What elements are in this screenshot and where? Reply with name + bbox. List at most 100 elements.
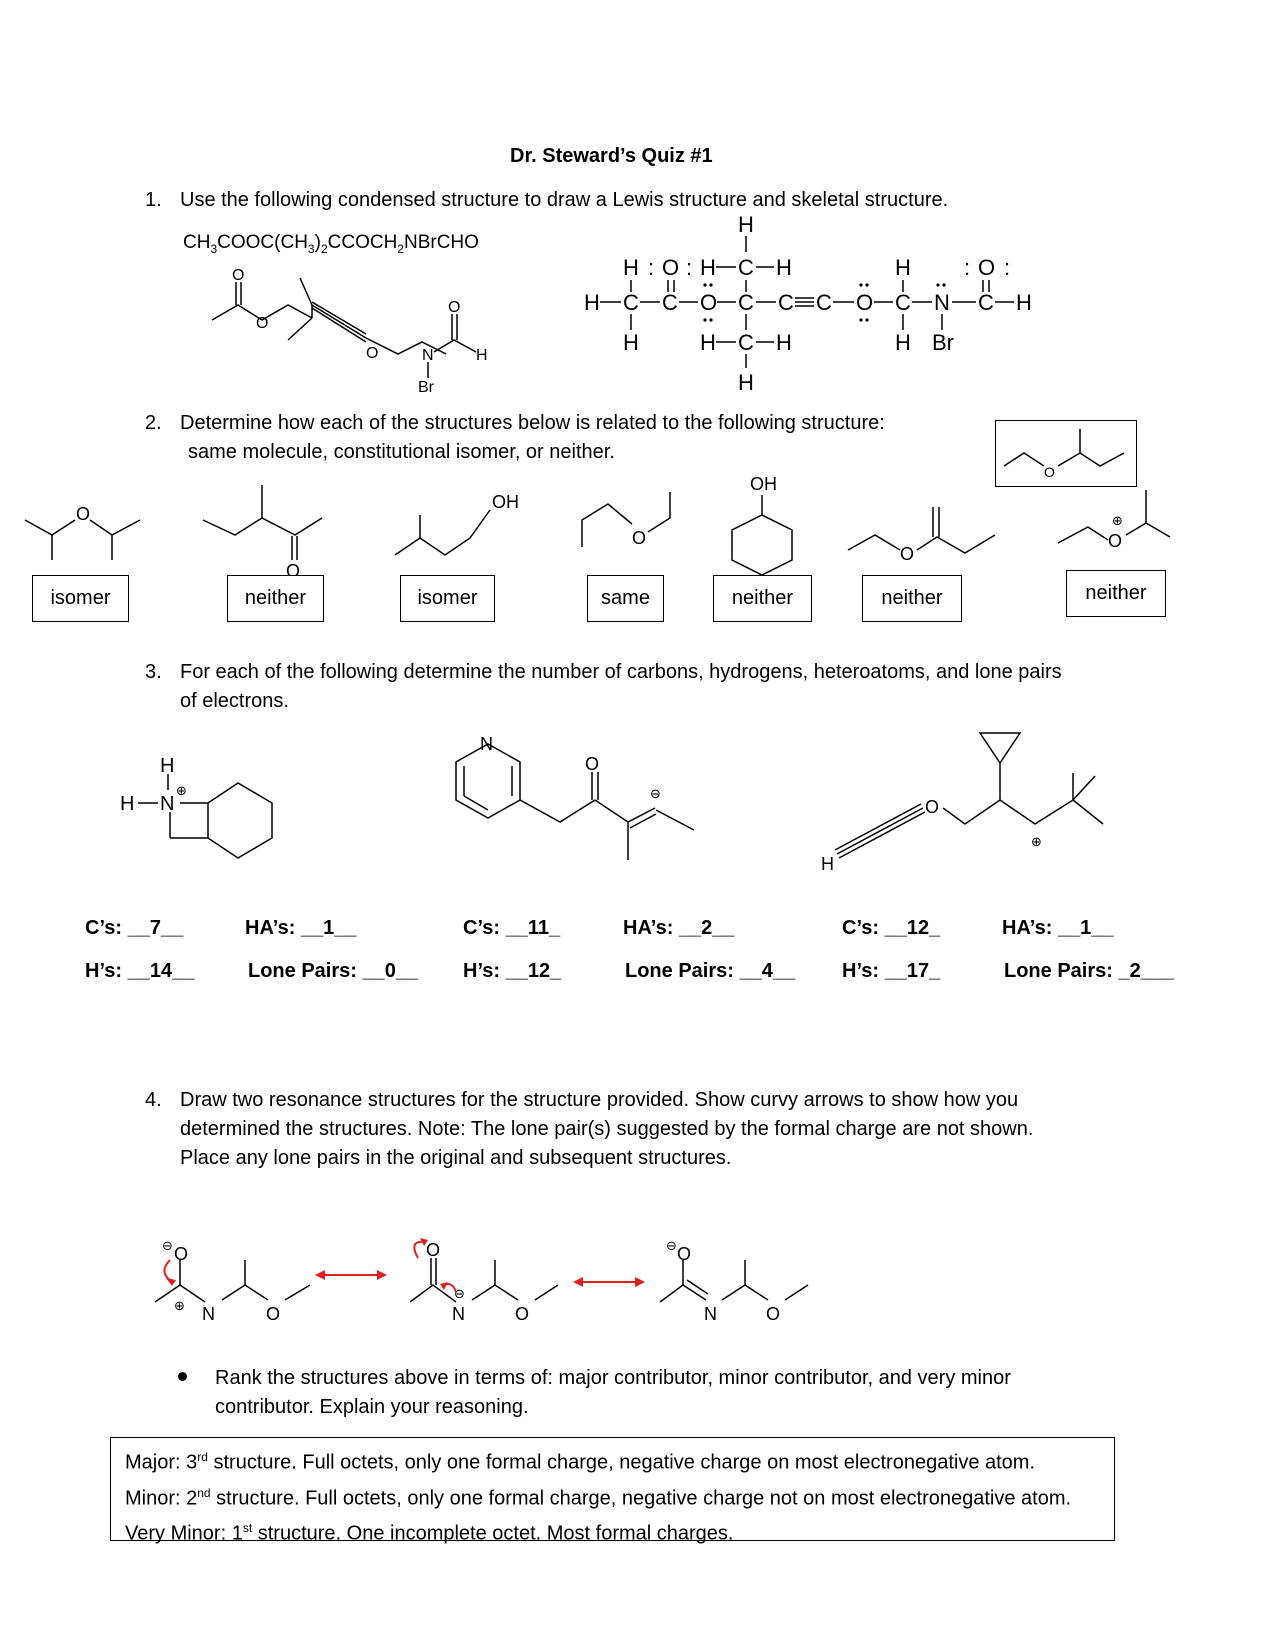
svg-text:C: C — [895, 290, 911, 315]
svg-text:O: O — [856, 290, 873, 315]
svg-text:H: H — [700, 330, 716, 355]
svg-text:H: H — [895, 330, 911, 355]
svg-text:O: O — [426, 1240, 440, 1260]
svg-text:N: N — [452, 1304, 465, 1324]
reference-molecule: O — [1003, 429, 1125, 480]
svg-text:H: H — [895, 255, 911, 280]
svg-text:C: C — [662, 290, 678, 315]
svg-text:O: O — [677, 1244, 691, 1264]
svg-text:O: O — [1044, 464, 1055, 480]
svg-text:Br: Br — [418, 379, 435, 396]
quiz-title: Dr. Steward’s Quiz #1 — [510, 145, 713, 167]
q3-m1-hydrogens: H’s: __14__ — [85, 960, 195, 982]
q2-line1: Determine how each of the structures bel… — [180, 412, 885, 434]
q2-molecule-7: O ⊕ — [1057, 490, 1171, 551]
svg-text:O: O — [766, 1304, 780, 1324]
q3-m1-lone-pairs: Lone Pairs: __0__ — [248, 960, 419, 982]
svg-text:C: C — [738, 330, 754, 355]
svg-text::: : — [964, 255, 970, 280]
q2-molecule-4: O — [581, 492, 671, 548]
q3-m2-carbons: C’s: __11_ — [463, 917, 561, 939]
svg-text:O: O — [900, 544, 914, 564]
svg-text:O: O — [1108, 531, 1122, 551]
bullet-line1: Rank the structures above in terms of: m… — [215, 1367, 1011, 1389]
q2-number: 2. — [145, 412, 162, 434]
svg-text:O: O — [925, 797, 939, 817]
svg-text:H: H — [738, 370, 754, 395]
svg-text:O: O — [978, 255, 995, 280]
svg-text:H: H — [476, 347, 488, 364]
svg-text:Br: Br — [932, 330, 954, 355]
svg-text:⊖: ⊖ — [650, 786, 661, 801]
svg-text::: : — [1004, 255, 1010, 280]
svg-text:H: H — [738, 212, 754, 237]
q2-answer-4: same — [587, 575, 664, 622]
svg-text:H: H — [700, 255, 716, 280]
svg-text:O: O — [515, 1304, 529, 1324]
q1-number: 1. — [145, 189, 162, 211]
skeletal-structure: O O O N Br O H — [211, 267, 488, 396]
q3-m2-hydrogens: H’s: __12_ — [463, 960, 562, 982]
svg-text:O: O — [266, 1304, 280, 1324]
q2-answer-2: neither — [227, 575, 324, 622]
bullet-dot — [178, 1372, 187, 1381]
svg-text:⊖: ⊖ — [666, 1238, 677, 1253]
q3-m1-carbons: C’s: __7__ — [85, 917, 184, 939]
q4-line3: Place any lone pairs in the original and… — [180, 1147, 732, 1169]
q2-molecule-2: O — [202, 485, 323, 581]
q3-molecule-1: H H N ⊕ — [120, 755, 273, 859]
svg-text:O: O — [76, 504, 90, 524]
q2-answer-5: neither — [713, 575, 812, 622]
svg-text:O: O — [662, 255, 679, 280]
svg-text:⊕: ⊕ — [176, 783, 187, 798]
svg-text:C: C — [623, 290, 639, 315]
svg-text:H: H — [120, 793, 134, 815]
q3-m3-lone-pairs: Lone Pairs: _2___ — [1004, 960, 1175, 982]
q2-answer-7: neither — [1066, 570, 1166, 617]
q3-line1: For each of the following determine the … — [180, 661, 1062, 683]
svg-text:⊕: ⊕ — [1112, 513, 1123, 528]
q2-molecule-1: O — [24, 504, 141, 560]
ranking-answer-box: Major: 3rd structure. Full octets, only … — [110, 1437, 1115, 1545]
svg-text::: : — [686, 255, 692, 280]
svg-text:H: H — [160, 755, 174, 777]
svg-text:C: C — [738, 290, 754, 315]
q3-m3-heteroatoms: HA’s: __1__ — [1002, 917, 1114, 939]
q4-number: 4. — [145, 1089, 162, 1111]
svg-text:N: N — [480, 734, 493, 754]
svg-text:⊖: ⊖ — [454, 1286, 465, 1301]
q2-answer-1: isomer — [32, 575, 129, 622]
q3-m2-lone-pairs: Lone Pairs: __4__ — [625, 960, 796, 982]
svg-text:H: H — [623, 255, 639, 280]
svg-text:H: H — [776, 255, 792, 280]
svg-text:O: O — [232, 267, 244, 284]
q3-m1-heteroatoms: HA’s: __1__ — [245, 917, 357, 939]
svg-text:O: O — [174, 1244, 188, 1264]
q3-m2-heteroatoms: HA’s: __2__ — [623, 917, 735, 939]
svg-text:C: C — [978, 290, 994, 315]
bullet-line2: contributor. Explain your reasoning. — [215, 1396, 529, 1418]
svg-text:N: N — [422, 347, 434, 364]
svg-text::: : — [648, 255, 654, 280]
major-line: Major: 3rd structure. Full octets, only … — [125, 1450, 1036, 1474]
svg-text:O: O — [585, 754, 599, 774]
svg-text:N: N — [202, 1304, 215, 1324]
q3-molecule-3: O H ⊕ — [821, 732, 1104, 874]
q2-molecule-5: OH — [731, 474, 793, 576]
svg-text:H: H — [776, 330, 792, 355]
q2-answer-3: isomer — [400, 575, 495, 622]
svg-text:H: H — [623, 330, 639, 355]
q3-number: 3. — [145, 661, 162, 683]
svg-text:C: C — [738, 255, 754, 280]
very-minor-line: Very Minor: 1st structure. One incomplet… — [125, 1521, 734, 1545]
svg-text:H: H — [821, 854, 834, 874]
condensed-formula: CH3COOC(CH3)2CCOCH2NBrCHO — [183, 232, 479, 256]
q2-answer-6: neither — [862, 575, 962, 622]
q3-m3-hydrogens: H’s: __17_ — [842, 960, 941, 982]
svg-text:OH: OH — [492, 492, 519, 512]
svg-text:OH: OH — [750, 474, 777, 494]
reference-structure-box: O — [995, 420, 1137, 487]
svg-text:O: O — [448, 299, 460, 316]
